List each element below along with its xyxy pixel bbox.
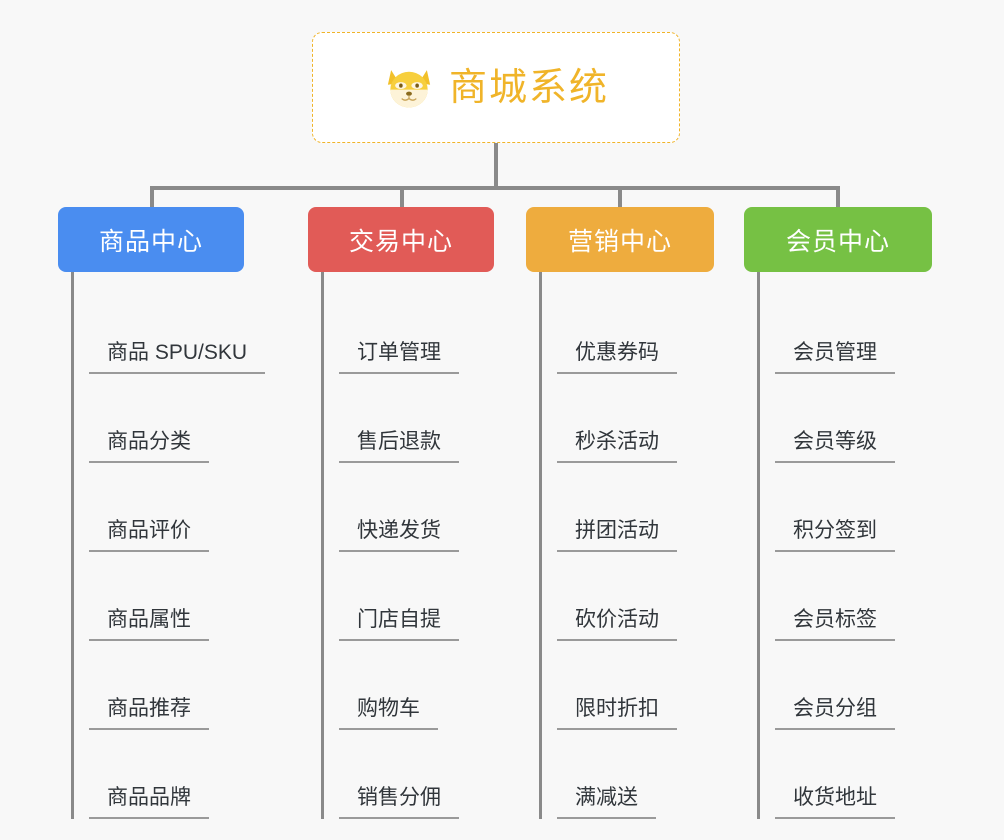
- list-item-label: 购物车: [339, 696, 438, 730]
- list-item-label: 订单管理: [339, 340, 459, 374]
- category-node-marketing-center[interactable]: 营销中心: [526, 207, 714, 272]
- branch-column-member-center: 会员中心 会员管理 会员等级 积分签到 会员标签 会员分组 收货地址: [744, 207, 984, 819]
- connector-drop-3: [618, 186, 622, 208]
- list-item-label: 会员分组: [775, 696, 895, 730]
- connector-drop-2: [400, 186, 404, 208]
- list-item-label: 快递发货: [339, 518, 459, 552]
- list-item[interactable]: 会员标签: [775, 552, 984, 641]
- list-item-label: 商品评价: [89, 518, 209, 552]
- list-item[interactable]: 砍价活动: [557, 552, 766, 641]
- list-item[interactable]: 秒杀活动: [557, 374, 766, 463]
- list-item-label: 优惠券码: [557, 340, 677, 374]
- list-item[interactable]: 积分签到: [775, 463, 984, 552]
- list-item[interactable]: 商品评价: [89, 463, 298, 552]
- list-item[interactable]: 会员等级: [775, 374, 984, 463]
- category-node-member-center[interactable]: 会员中心: [744, 207, 932, 272]
- category-node-product-center[interactable]: 商品中心: [58, 207, 244, 272]
- list-item[interactable]: 销售分佣: [339, 730, 548, 819]
- list-item-label: 拼团活动: [557, 518, 677, 552]
- branch-column-product-center: 商品中心 商品 SPU/SKU 商品分类 商品评价 商品属性 商品推荐 商品品牌: [58, 207, 298, 819]
- list-item-label: 会员等级: [775, 429, 895, 463]
- list-item[interactable]: 订单管理: [339, 285, 548, 374]
- category-node-trade-center[interactable]: 交易中心: [308, 207, 494, 272]
- list-item-label: 售后退款: [339, 429, 459, 463]
- list-item-label: 会员标签: [775, 607, 895, 641]
- branch-column-trade-center: 交易中心 订单管理 售后退款 快递发货 门店自提 购物车 销售分佣: [308, 207, 548, 819]
- root-node-title: 商城系统: [448, 66, 609, 109]
- list-item-label: 会员管理: [775, 340, 895, 374]
- list-item[interactable]: 优惠券码: [557, 285, 766, 374]
- list-item[interactable]: 收货地址: [775, 730, 984, 819]
- list-item-label: 销售分佣: [339, 785, 459, 819]
- list-item[interactable]: 商品品牌: [89, 730, 298, 819]
- branch-column-marketing-center: 营销中心 优惠券码 秒杀活动 拼团活动 砍价活动 限时折扣 满减送: [526, 207, 766, 819]
- list-item-label: 满减送: [557, 785, 656, 819]
- list-item[interactable]: 商品属性: [89, 552, 298, 641]
- root-node-mall-system[interactable]: 商城系统: [312, 32, 680, 143]
- list-item[interactable]: 商品分类: [89, 374, 298, 463]
- connector-trunk-vertical: [494, 143, 498, 190]
- connector-trunk-horizontal: [150, 186, 840, 190]
- child-list-member-center: 会员管理 会员等级 积分签到 会员标签 会员分组 收货地址: [757, 272, 984, 819]
- list-item[interactable]: 会员管理: [775, 285, 984, 374]
- list-item-label: 积分签到: [775, 518, 895, 552]
- list-item-label: 收货地址: [775, 785, 895, 819]
- list-item-label: 秒杀活动: [557, 429, 677, 463]
- list-item[interactable]: 快递发货: [339, 463, 548, 552]
- list-item[interactable]: 商品 SPU/SKU: [89, 285, 298, 374]
- list-item[interactable]: 会员分组: [775, 641, 984, 730]
- list-item-label: 砍价活动: [557, 607, 677, 641]
- list-item-label: 限时折扣: [557, 696, 677, 730]
- child-list-marketing-center: 优惠券码 秒杀活动 拼团活动 砍价活动 限时折扣 满减送: [539, 272, 766, 819]
- shiba-dog-icon: [383, 62, 435, 114]
- list-item-label: 商品属性: [89, 607, 209, 641]
- list-item[interactable]: 门店自提: [339, 552, 548, 641]
- list-item[interactable]: 限时折扣: [557, 641, 766, 730]
- list-item[interactable]: 购物车: [339, 641, 548, 730]
- list-item-label: 商品推荐: [89, 696, 209, 730]
- list-item[interactable]: 商品推荐: [89, 641, 298, 730]
- list-item[interactable]: 满减送: [557, 730, 766, 819]
- list-item-label: 商品 SPU/SKU: [89, 340, 266, 374]
- list-item-label: 商品品牌: [89, 785, 209, 819]
- child-list-trade-center: 订单管理 售后退款 快递发货 门店自提 购物车 销售分佣: [321, 272, 548, 819]
- child-list-product-center: 商品 SPU/SKU 商品分类 商品评价 商品属性 商品推荐 商品品牌: [71, 272, 298, 819]
- branch-columns: 商品中心 商品 SPU/SKU 商品分类 商品评价 商品属性 商品推荐 商品品牌…: [0, 207, 1004, 840]
- list-item-label: 门店自提: [339, 607, 459, 641]
- list-item-label: 商品分类: [89, 429, 209, 463]
- list-item[interactable]: 拼团活动: [557, 463, 766, 552]
- connector-drop-1: [150, 186, 154, 208]
- connector-drop-4: [836, 186, 840, 208]
- list-item[interactable]: 售后退款: [339, 374, 548, 463]
